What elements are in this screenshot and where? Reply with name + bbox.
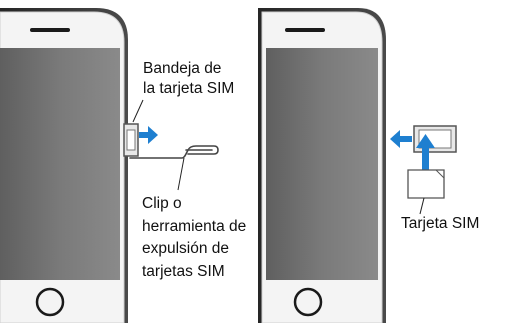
sim-tray-label-line-1: Bandeja de xyxy=(143,60,222,77)
home-button-icon xyxy=(35,287,65,317)
sim-card-label-text: Tarjeta SIM xyxy=(401,215,480,232)
phone-right-speaker xyxy=(285,28,325,32)
tray-leader-line xyxy=(132,99,144,123)
sim-card-label: Tarjeta SIM xyxy=(401,214,479,234)
clip-tool-label-line-2: herramienta de xyxy=(142,217,247,235)
sim-tray-label-line-2: la tarjeta SIM xyxy=(143,80,235,97)
phone-left-speaker xyxy=(30,28,70,32)
phone-right-screen xyxy=(266,48,378,280)
clip-tool-label-line-3: expulsión de xyxy=(142,240,230,257)
card-leader-line xyxy=(419,197,425,215)
phone-left xyxy=(0,8,139,324)
sim-tray-label: Bandeja de la tarjeta SIM xyxy=(143,59,234,99)
phone-right xyxy=(258,8,386,324)
paperclip-icon xyxy=(129,145,219,159)
arrow-right-icon xyxy=(139,126,158,144)
sim-tray-right xyxy=(413,125,457,153)
sim-tray-inner xyxy=(126,129,136,151)
sim-card-icon xyxy=(407,169,445,199)
clip-tool-label-line-1: Clip o xyxy=(142,195,182,212)
clip-tool-label: Clip o herramienta de expulsión de tarje… xyxy=(142,193,246,283)
home-button-icon xyxy=(293,287,323,317)
clip-leader-line xyxy=(177,157,185,191)
phone-left-screen xyxy=(0,48,120,280)
clip-tool-label-line-4: tarjetas SIM xyxy=(142,262,225,280)
arrow-left-icon xyxy=(390,130,412,148)
arrow-up-icon xyxy=(416,134,435,172)
